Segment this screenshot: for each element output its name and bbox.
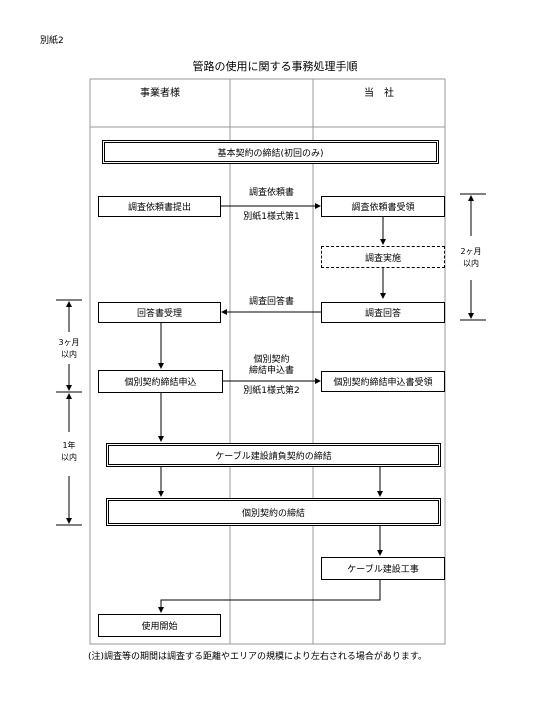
page-title: 管路の使用に関する事務処理手順 [192, 60, 358, 73]
step-survey-submit: 調査依頼書提出 [98, 196, 221, 217]
label-individual-doc-1: 個別契約 [253, 355, 290, 365]
footnote: (注)調査等の期間は調査する距離やエリアの規模により左右される場合があります。 [88, 652, 427, 662]
step-survey-receive: 調査依頼書受領 [321, 196, 445, 217]
step-basic-contract: 基本契約の締結(初回のみ) [102, 140, 439, 164]
duration-1year-2: 以内 [61, 453, 77, 462]
step-answer-receive: 回答書受理 [98, 302, 221, 323]
label-individual-doc-2: 締結申込書 [248, 366, 294, 376]
duration-1year-1: 1年 [62, 441, 76, 450]
duration-3months-1: 3ヶ月 [58, 338, 80, 347]
label-form2: 別紙1様式第2 [243, 386, 300, 396]
step-individual-apply: 個別契約締結申込 [98, 370, 223, 393]
step-individual-apply-receive: 個別契約締結申込書受領 [321, 371, 445, 392]
label-form1: 別紙1様式第1 [243, 212, 300, 222]
column-header-company: 当 社 [364, 88, 394, 99]
step-survey-conduct: 調査実施 [321, 246, 445, 268]
duration-3months-2: 以内 [61, 350, 77, 359]
step-cable-contract: ケーブル建設請負契約の締結 [106, 443, 441, 467]
label-answer-doc: 調査回答書 [248, 297, 294, 307]
duration-2months-1: 2ヶ月 [460, 247, 482, 256]
column-header-operator: 事業者様 [140, 88, 180, 99]
label-request-doc: 調査依頼書 [248, 188, 294, 198]
step-survey-answer: 調査回答 [321, 302, 445, 323]
appendix-label: 別紙2 [40, 36, 64, 46]
step-start-use: 使用開始 [98, 614, 221, 637]
step-cable-construction: ケーブル建設工事 [321, 557, 445, 580]
duration-2months-2: 以内 [463, 259, 479, 268]
step-individual-contract: 個別契約の締結 [106, 498, 441, 526]
